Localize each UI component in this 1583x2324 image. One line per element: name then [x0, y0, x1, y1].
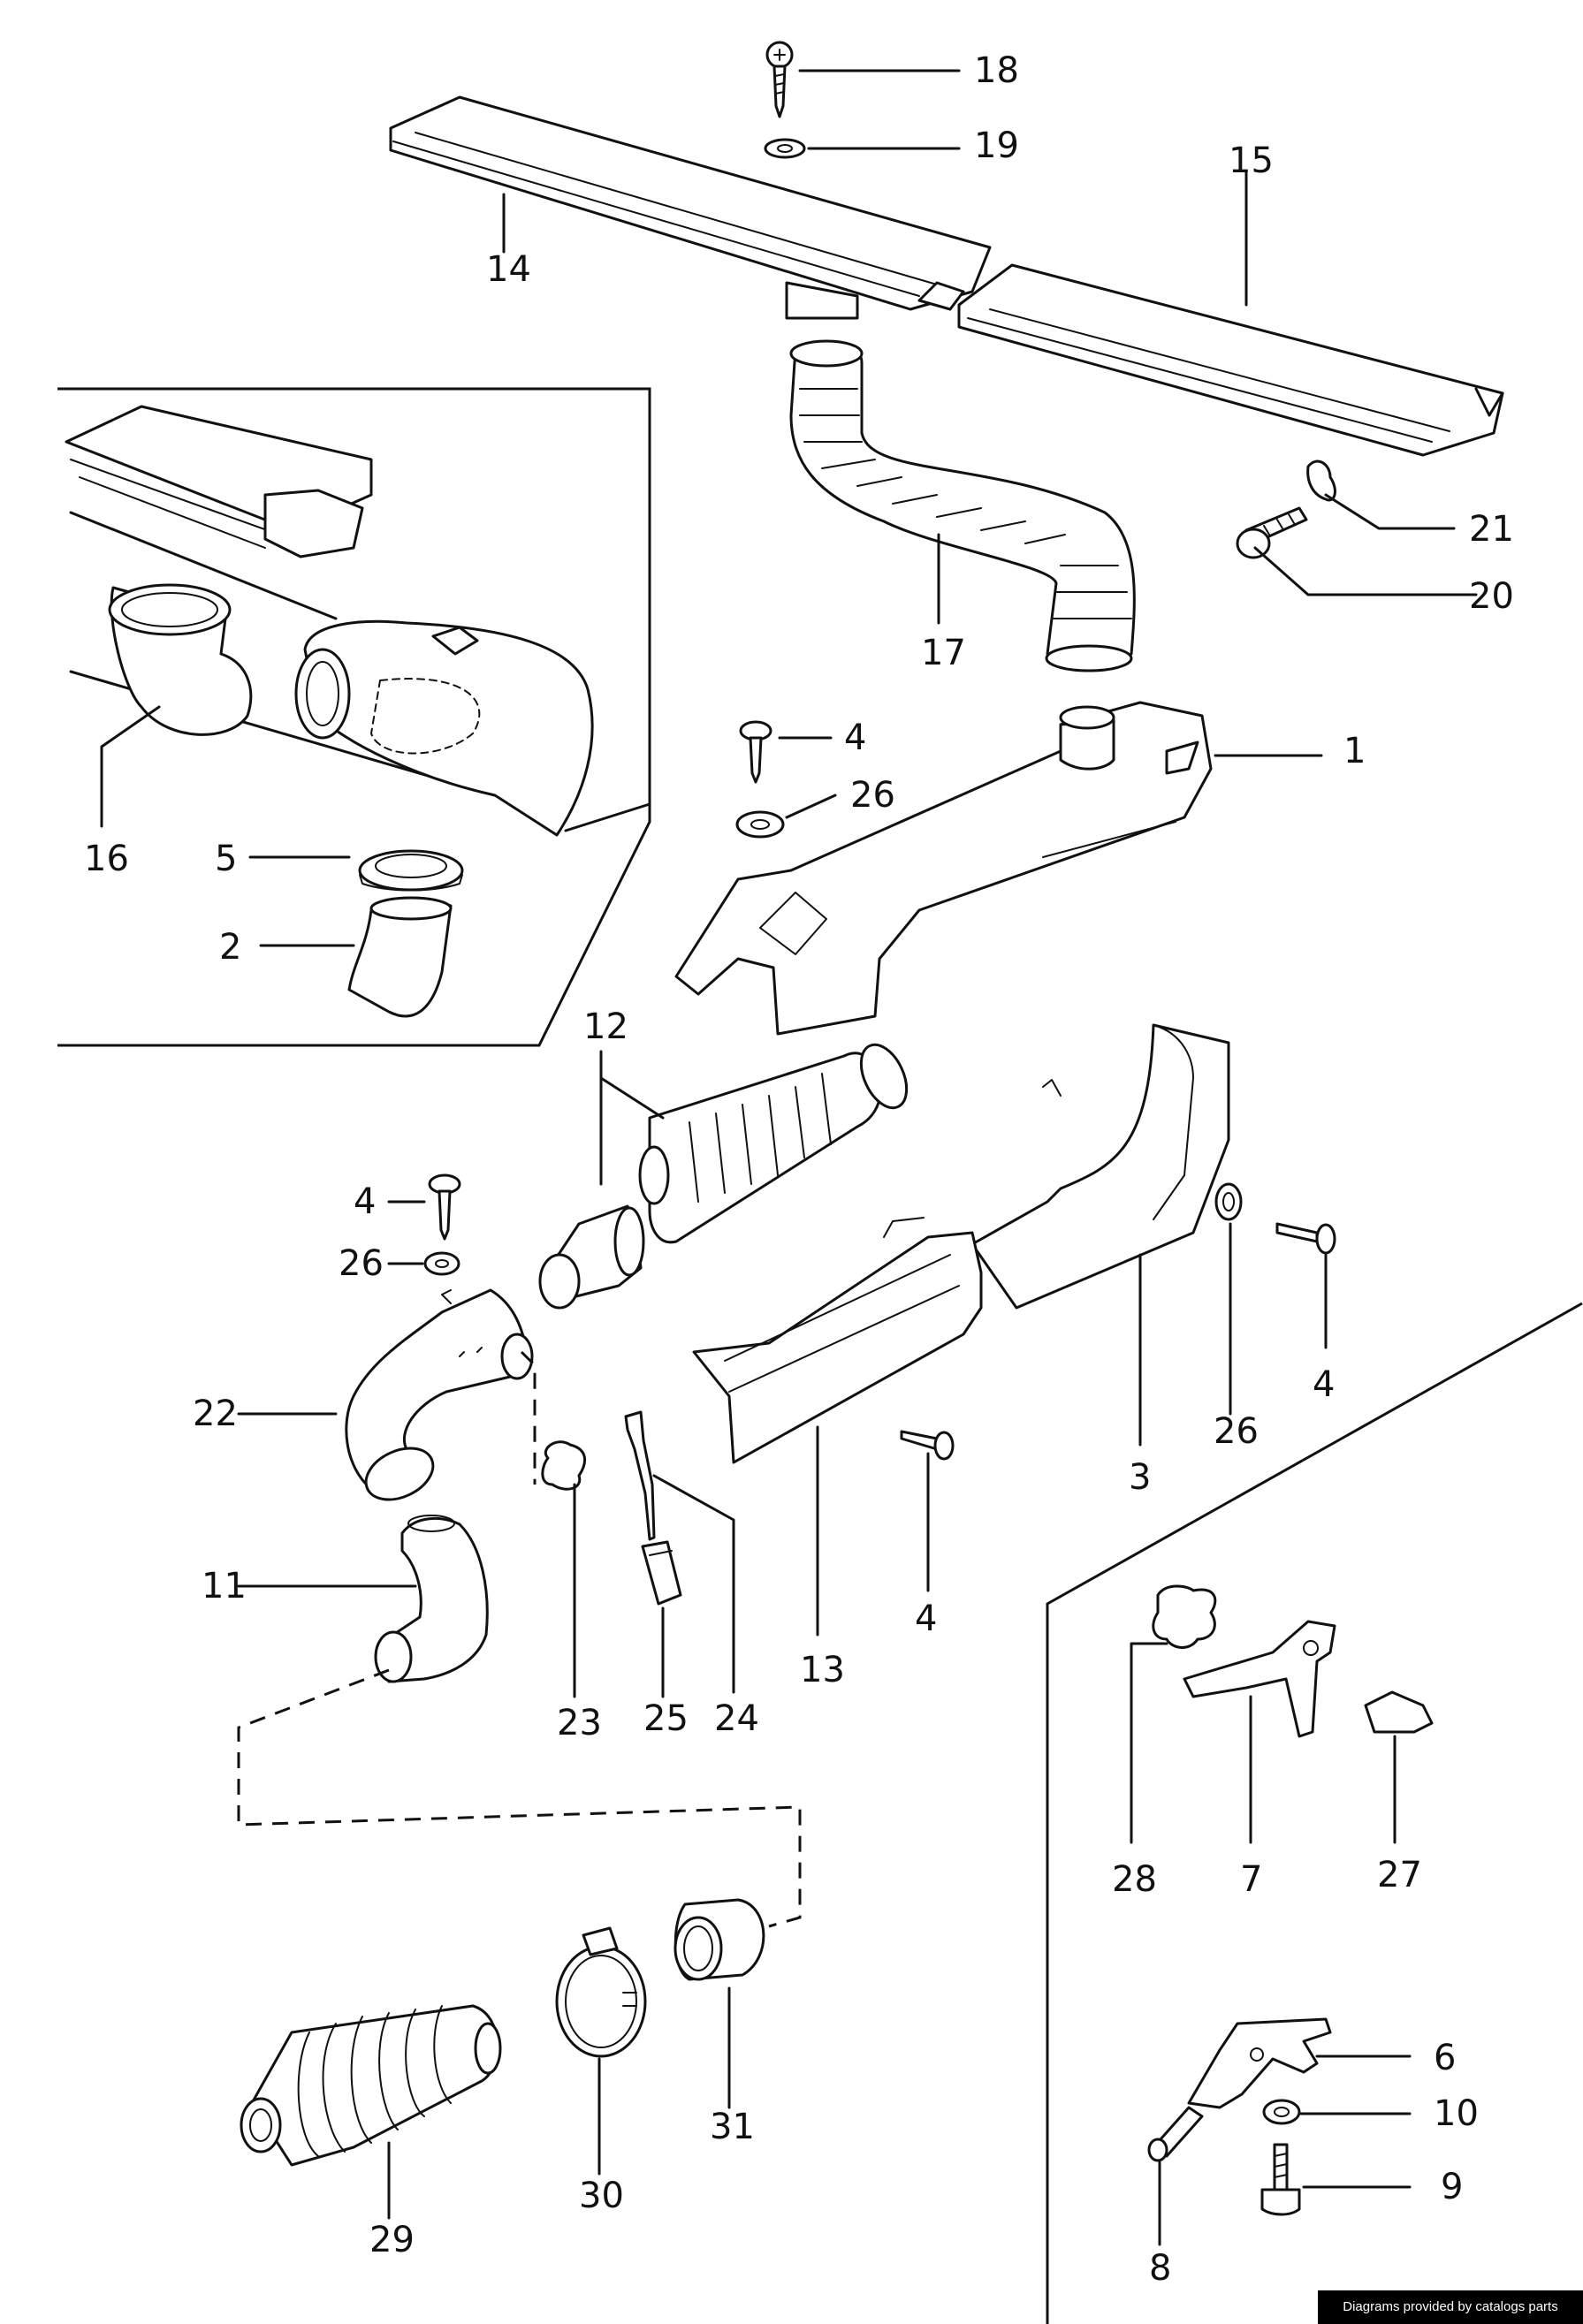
callout-30: 30	[579, 2176, 624, 2216]
callout-20: 20	[1469, 576, 1514, 617]
callout-12: 12	[583, 1006, 628, 1047]
part-17-flex-hose	[789, 339, 1136, 672]
part-19-washer	[764, 138, 806, 159]
callout-9: 9	[1441, 2167, 1463, 2207]
part-22-elbow-duct	[345, 1288, 537, 1501]
callout-25: 25	[643, 1698, 689, 1739]
callout-2: 2	[219, 927, 241, 968]
part-26-washer-b	[423, 1251, 460, 1276]
callout-labels: 18 19 15 14 21 20 17 4 26 1 16 5 2 12 4 …	[84, 50, 1514, 2289]
callout-3: 3	[1129, 1457, 1151, 1498]
part-7-bracket	[1183, 1620, 1336, 1738]
callout-8: 8	[1149, 2248, 1171, 2289]
callout-4-left: 4	[354, 1181, 376, 1222]
part-27-cap	[1364, 1690, 1434, 1734]
callout-4-lower: 4	[915, 1599, 937, 1639]
detail-frame-left	[57, 387, 651, 1047]
part-18-screw	[765, 41, 794, 118]
part-16-connector-elbow	[108, 583, 351, 740]
part-10-washer	[1262, 2099, 1301, 2125]
part-3-end-cover	[970, 1023, 1230, 1310]
part-4-screw-a	[739, 720, 772, 784]
callout-26-right: 26	[1214, 1411, 1259, 1452]
part-31-sleeve	[674, 1898, 765, 1981]
callout-24: 24	[714, 1698, 759, 1739]
part-2-elbow-pipe	[347, 896, 453, 1018]
part-15-air-channel-right	[957, 263, 1504, 457]
detail-frame-right	[1046, 1302, 1583, 2324]
part-28-spring-clip	[1152, 1584, 1217, 1649]
part-6-mounting-bracket	[1187, 2017, 1332, 2109]
callout-31: 31	[710, 2107, 755, 2147]
part-4-screw-b	[428, 1173, 461, 1241]
callout-29: 29	[369, 2220, 415, 2260]
routing-dashed-line	[237, 1668, 802, 1928]
callout-21: 21	[1469, 509, 1514, 550]
leader-lines	[100, 69, 1478, 2246]
callout-4-right: 4	[1313, 1364, 1335, 1405]
part-12-hose-assembly	[538, 1043, 909, 1310]
part-8-pin	[1147, 2106, 1204, 2162]
callout-5: 5	[215, 839, 237, 879]
part-21-washer	[1306, 459, 1336, 502]
callout-16: 16	[84, 839, 129, 879]
callout-22: 22	[193, 1394, 238, 1434]
callout-26-upper: 26	[850, 775, 895, 816]
attribution-footer: Diagrams provided by catalogs parts	[1318, 2290, 1583, 2324]
callout-7: 7	[1240, 1859, 1262, 1900]
part-4-screw-d	[900, 1430, 955, 1461]
callout-10: 10	[1434, 2093, 1479, 2134]
callout-1: 1	[1343, 731, 1366, 771]
part-5-ring-seal	[358, 849, 464, 892]
part-25-clip	[641, 1540, 682, 1606]
part-26-washer-c	[1214, 1182, 1243, 1221]
part-4-screw-c	[1275, 1222, 1336, 1255]
callout-18: 18	[974, 50, 1019, 91]
part-1-duct-housing	[674, 701, 1213, 1036]
callout-14: 14	[486, 249, 531, 290]
callout-27: 27	[1377, 1855, 1422, 1895]
callout-17: 17	[921, 633, 966, 673]
callout-6: 6	[1434, 2038, 1456, 2078]
part-13-lower-cover	[692, 1217, 983, 1464]
part-14-air-channel-left	[389, 95, 992, 320]
part-30-hose-clamp	[555, 1926, 647, 2058]
callout-15: 15	[1229, 141, 1274, 181]
part-29-bellows-hose	[240, 2004, 502, 2167]
callout-23: 23	[557, 1703, 602, 1743]
part-24-bracket	[624, 1410, 656, 1541]
callout-28: 28	[1112, 1859, 1157, 1900]
part-11-elbow-tube	[374, 1515, 489, 1683]
callout-11: 11	[202, 1566, 247, 1606]
part-26-washer-a	[735, 810, 785, 839]
part-20-bolt	[1236, 506, 1308, 559]
callout-13: 13	[800, 1650, 845, 1690]
callout-26-left: 26	[339, 1243, 384, 1284]
callout-4-upper: 4	[844, 718, 866, 758]
callout-19: 19	[974, 125, 1019, 166]
detail-body-sketch	[65, 405, 651, 837]
part-9-bolt	[1260, 2143, 1301, 2216]
part-23-grommet	[541, 1440, 587, 1491]
